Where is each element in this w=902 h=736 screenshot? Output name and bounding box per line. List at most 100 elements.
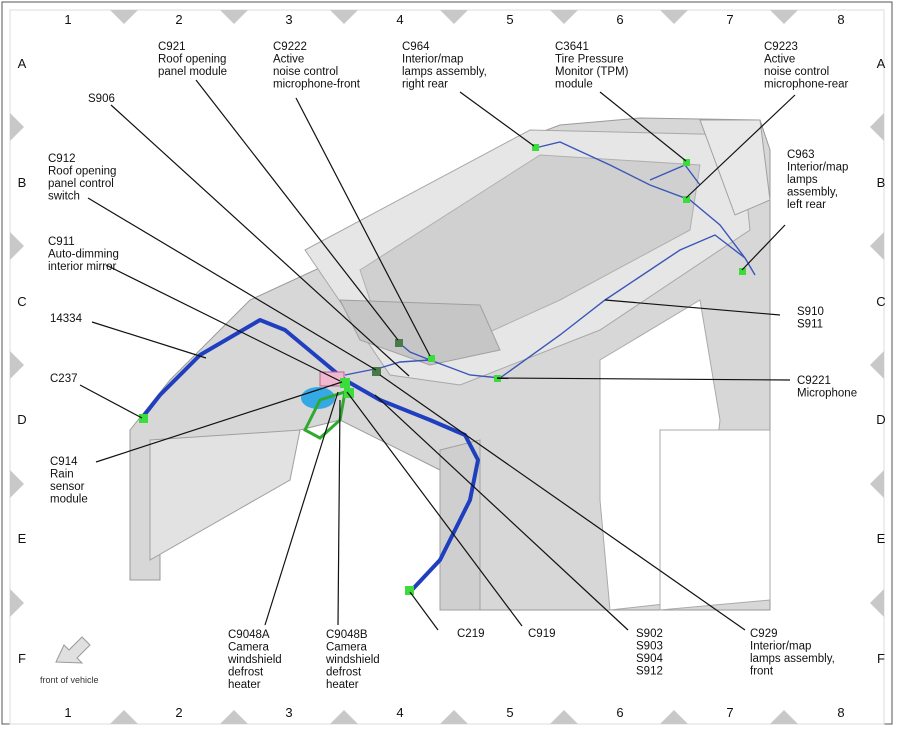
zone-marker-bottom <box>110 710 138 724</box>
connector-c963 <box>739 268 746 275</box>
connector-c919 <box>344 388 354 398</box>
label-c9048b-line: C9048B <box>326 629 368 641</box>
label-c912-line: switch <box>48 191 80 203</box>
label-c964-line: C964 <box>402 41 430 53</box>
grid-row-right: A <box>877 56 886 71</box>
connector-c9223 <box>683 196 690 203</box>
label-c921-line: C921 <box>158 41 186 53</box>
label-c963-line: assembly, <box>787 187 838 199</box>
label-s906-line: S906 <box>88 93 115 105</box>
label-c9048b-line: heater <box>326 679 359 691</box>
zone-marker-bottom <box>220 710 248 724</box>
connector-c237 <box>139 414 148 423</box>
connector-c964 <box>532 144 539 151</box>
grid-row-left: D <box>17 412 26 427</box>
label-c963-line: C963 <box>787 149 815 161</box>
zone-marker-left <box>10 113 24 141</box>
zone-marker-left <box>10 589 24 617</box>
label-c3641-line: C3641 <box>555 41 589 53</box>
zone-marker-right <box>870 470 884 498</box>
label-s910-line: S911 <box>797 319 823 331</box>
grid-column-top: 8 <box>837 12 844 27</box>
grid-column-top: 6 <box>616 12 623 27</box>
label-c929-line: lamps assembly, <box>750 653 835 665</box>
label-c9048a-line: heater <box>228 679 261 691</box>
zone-markers <box>10 10 884 724</box>
label-c9222-line: microphone-front <box>273 79 361 91</box>
heater-harness <box>303 389 347 440</box>
label-s902-line: S904 <box>636 653 663 665</box>
label-c9048b-line: windshield <box>325 654 380 666</box>
zone-marker-right <box>870 351 884 379</box>
grid-row-right: D <box>876 412 885 427</box>
grid-column-bottom: 7 <box>726 705 733 720</box>
zone-marker-top <box>110 10 138 24</box>
zone-marker-left <box>10 470 24 498</box>
label-n14334-line: 14334 <box>50 313 83 325</box>
label-c9222-line: Active <box>273 54 304 66</box>
label-c963-line: lamps <box>787 174 818 186</box>
zone-marker-bottom <box>770 710 798 724</box>
label-s902-line: S903 <box>636 641 663 653</box>
label-c929-line: Interior/map <box>750 641 811 653</box>
label-c9048b-line: Camera <box>326 642 368 654</box>
grid-row-left: C <box>17 294 26 309</box>
label-c929-line: front <box>750 666 774 678</box>
grid-column-top: 5 <box>506 12 513 27</box>
label-c9048a-line: Camera <box>228 642 270 654</box>
grid-column-bottom: 3 <box>285 705 292 720</box>
label-c9223-line: C9223 <box>764 41 798 53</box>
grid-column-bottom: 4 <box>396 705 403 720</box>
grid-row-left: B <box>18 175 27 190</box>
label-c9048a-line: C9048A <box>228 629 270 641</box>
label-c9221-line: Microphone <box>797 388 857 400</box>
zone-marker-right <box>870 232 884 260</box>
zone-marker-right <box>870 113 884 141</box>
grid-row-right: E <box>877 531 886 546</box>
label-c911-line: interior mirror <box>48 261 117 273</box>
label-c921-line: Roof opening <box>158 54 226 66</box>
label-c912-line: panel control <box>48 178 114 190</box>
label-c911-line: Auto-dimming <box>48 249 119 261</box>
label-c9222-line: noise control <box>273 66 338 78</box>
connector-c921 <box>395 339 403 347</box>
zone-marker-top <box>770 10 798 24</box>
label-c912-line: C912 <box>48 153 76 165</box>
connector-c914 <box>340 378 350 388</box>
grid-column-top: 4 <box>396 12 403 27</box>
label-c914-line: Rain <box>50 469 74 481</box>
connectors <box>139 144 746 595</box>
label-c219-line: C219 <box>457 628 485 640</box>
label-c237: C237 <box>50 373 78 385</box>
grid-column-bottom: 5 <box>506 705 513 720</box>
grid-column-top: 1 <box>64 12 71 27</box>
label-c964-line: lamps assembly, <box>402 66 487 78</box>
zone-marker-bottom <box>550 710 578 724</box>
label-c929-line: C929 <box>750 628 778 640</box>
label-c237-line: C237 <box>50 373 78 385</box>
label-c921-line: panel module <box>158 66 227 78</box>
front-of-vehicle-label: front of vehicle <box>40 675 99 685</box>
label-c9223-line: Active <box>764 54 795 66</box>
label-c9048a-line: defrost <box>228 667 264 679</box>
connector-c912 <box>372 367 381 376</box>
label-c3641-line: module <box>555 79 593 91</box>
label-c3641-line: Monitor (TPM) <box>555 66 629 78</box>
label-c919-line: C919 <box>528 628 556 640</box>
zone-marker-top <box>330 10 358 24</box>
arrow-icon <box>55 636 91 664</box>
label-c919: C919 <box>528 628 556 640</box>
